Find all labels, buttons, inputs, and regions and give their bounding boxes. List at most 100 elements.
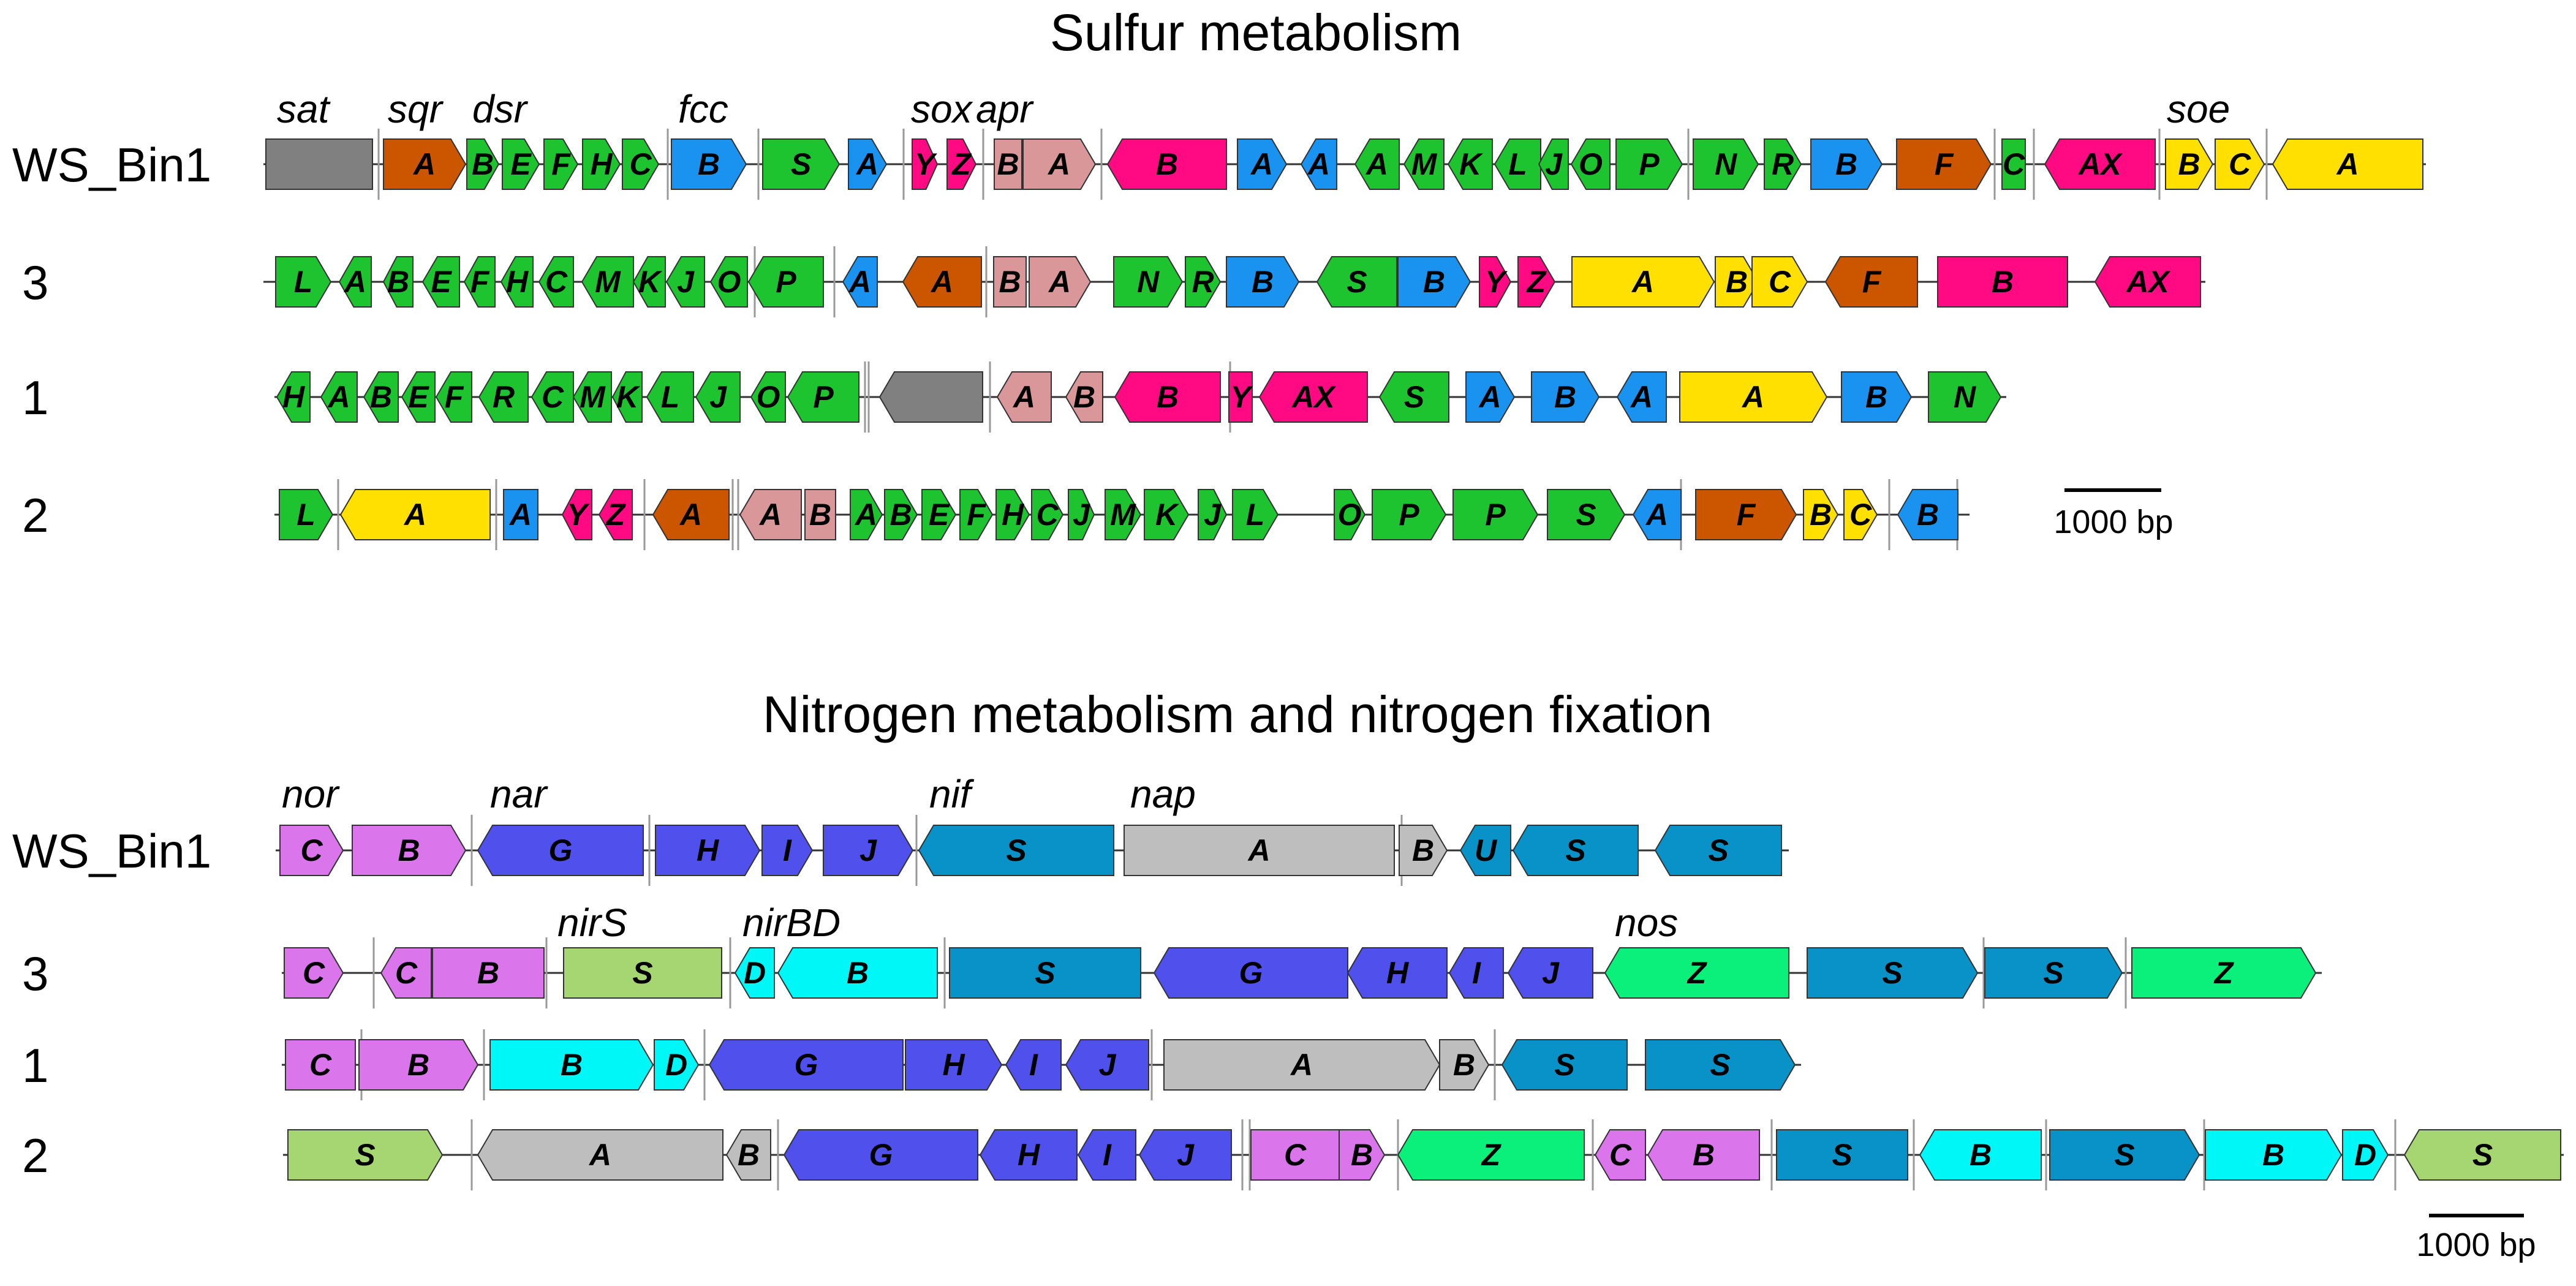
gene-label: L	[1246, 497, 1265, 532]
gene-group-label-nirbd: nirBD	[742, 901, 840, 945]
gene-arrow: B	[777, 947, 938, 999]
gene-shape	[265, 138, 373, 190]
gene-arrow: B	[1715, 256, 1759, 308]
gene-arrow: C	[1031, 489, 1064, 540]
gene-shape	[1465, 371, 1516, 423]
gene-shape	[1459, 825, 1511, 876]
gene-group-label-nap: nap	[1130, 772, 1196, 816]
gene-shape	[804, 489, 836, 540]
gene-arrow: R	[1764, 138, 1802, 190]
gene-label: C	[2003, 147, 2025, 181]
gene-arrow: B	[352, 825, 467, 876]
gene-label: K	[1459, 147, 1484, 181]
gene-shape	[2272, 138, 2423, 190]
gene-label: L	[661, 380, 680, 414]
gene-label: Y	[915, 147, 938, 181]
gene-arrow: M	[572, 371, 612, 423]
gene-arrow: P	[1452, 489, 1539, 540]
gene-shape	[1114, 371, 1221, 423]
gene-arrow: R	[478, 371, 529, 423]
gene-label: B	[997, 147, 1019, 181]
gene-arrow: C	[1843, 489, 1878, 540]
gene-label: B	[1917, 497, 1939, 532]
gene-arrow: O	[709, 256, 748, 308]
gene-shape	[2215, 138, 2265, 190]
gene-arrow: S	[2403, 1129, 2561, 1181]
gene-label: G	[795, 1048, 818, 1082]
gene-shape	[996, 371, 1052, 423]
gene-label: B	[1693, 1138, 1715, 1172]
gene-label: B	[890, 497, 912, 532]
gene-group-label-nos: nos	[1615, 901, 1678, 945]
gene-shape	[884, 489, 918, 540]
gene-label: S	[1710, 1048, 1730, 1082]
gene-label: G	[869, 1138, 893, 1172]
gene-shape	[383, 138, 467, 190]
gene-arrow: B	[1399, 825, 1448, 876]
gene-arrow: J	[1538, 138, 1569, 190]
gene-shape	[581, 256, 634, 308]
gene-arrow: A	[996, 371, 1052, 423]
gene-arrow: Z	[1604, 947, 1789, 999]
gene-label: C	[629, 147, 652, 181]
gene-arrow: H	[500, 256, 534, 308]
gene-arrow: Y	[1228, 371, 1253, 423]
gene-label: B	[1073, 380, 1095, 414]
gene-arrow: S	[563, 947, 722, 999]
gene-shape	[1531, 371, 1600, 423]
gene-arrow: A	[320, 371, 358, 423]
gene-label: H	[942, 1048, 965, 1082]
gene-label: O	[717, 265, 741, 299]
gene-arrow: A	[1022, 138, 1097, 190]
gene-shape	[848, 138, 888, 190]
gene-shape	[918, 825, 1114, 876]
gene-group-label-fcc: fcc	[678, 87, 728, 131]
gene-shape	[1897, 489, 1958, 540]
gene-arrow: A	[1571, 256, 1715, 308]
gene-label: A	[403, 497, 426, 532]
gene-label: AX	[2125, 265, 2170, 299]
gene-label: M	[580, 380, 606, 414]
gene-label: G	[549, 833, 573, 868]
gene-arrow: E	[502, 138, 540, 190]
gene-arrow: J	[1068, 489, 1095, 540]
gene-label: P	[1639, 147, 1660, 181]
gene-shape	[358, 1039, 479, 1091]
gene-group-label-nirs: nirS	[557, 901, 627, 945]
gene-shape	[1397, 1129, 1585, 1181]
gene-label: C	[1609, 1138, 1632, 1172]
gene-arrow: B	[1065, 371, 1103, 423]
gene-shape	[993, 256, 1027, 308]
gene-arrow: Z	[1397, 1129, 1585, 1181]
gene-shape	[1077, 1129, 1136, 1181]
gene-shape	[1604, 947, 1789, 999]
gene-arrow: P	[787, 371, 859, 423]
gene-label: N	[1137, 265, 1160, 299]
gene-label: A	[1365, 147, 1388, 181]
gene-arrow: E	[921, 489, 957, 540]
gene-shape	[489, 1039, 654, 1091]
gene-arrow: B	[994, 138, 1022, 190]
gene-label: A	[1012, 380, 1035, 414]
gene-label: E	[929, 497, 950, 532]
gene-label: B	[472, 147, 494, 181]
gene-arrow: A	[2272, 138, 2423, 190]
gene-label: S	[1554, 1048, 1574, 1082]
gene-label: C	[1849, 497, 1872, 532]
gene-shape	[1764, 138, 1802, 190]
gene-shape	[921, 489, 957, 540]
gene-shape	[1316, 256, 1397, 308]
gene-arrow: F	[543, 138, 579, 190]
gene-arrow: A	[503, 489, 538, 540]
gene-label: S	[1565, 833, 1585, 868]
gene-label: A	[1478, 380, 1501, 414]
gene-label: E	[431, 265, 452, 299]
gene-arrow: N	[1693, 138, 1759, 190]
gene-label: B	[2178, 147, 2200, 181]
genome-label: 3	[22, 255, 48, 309]
gene-arrow: Y	[912, 138, 939, 190]
gene-arrow: A	[477, 1129, 723, 1181]
gene-arrow: S	[1807, 947, 1979, 999]
gene-label: Z	[605, 497, 627, 532]
